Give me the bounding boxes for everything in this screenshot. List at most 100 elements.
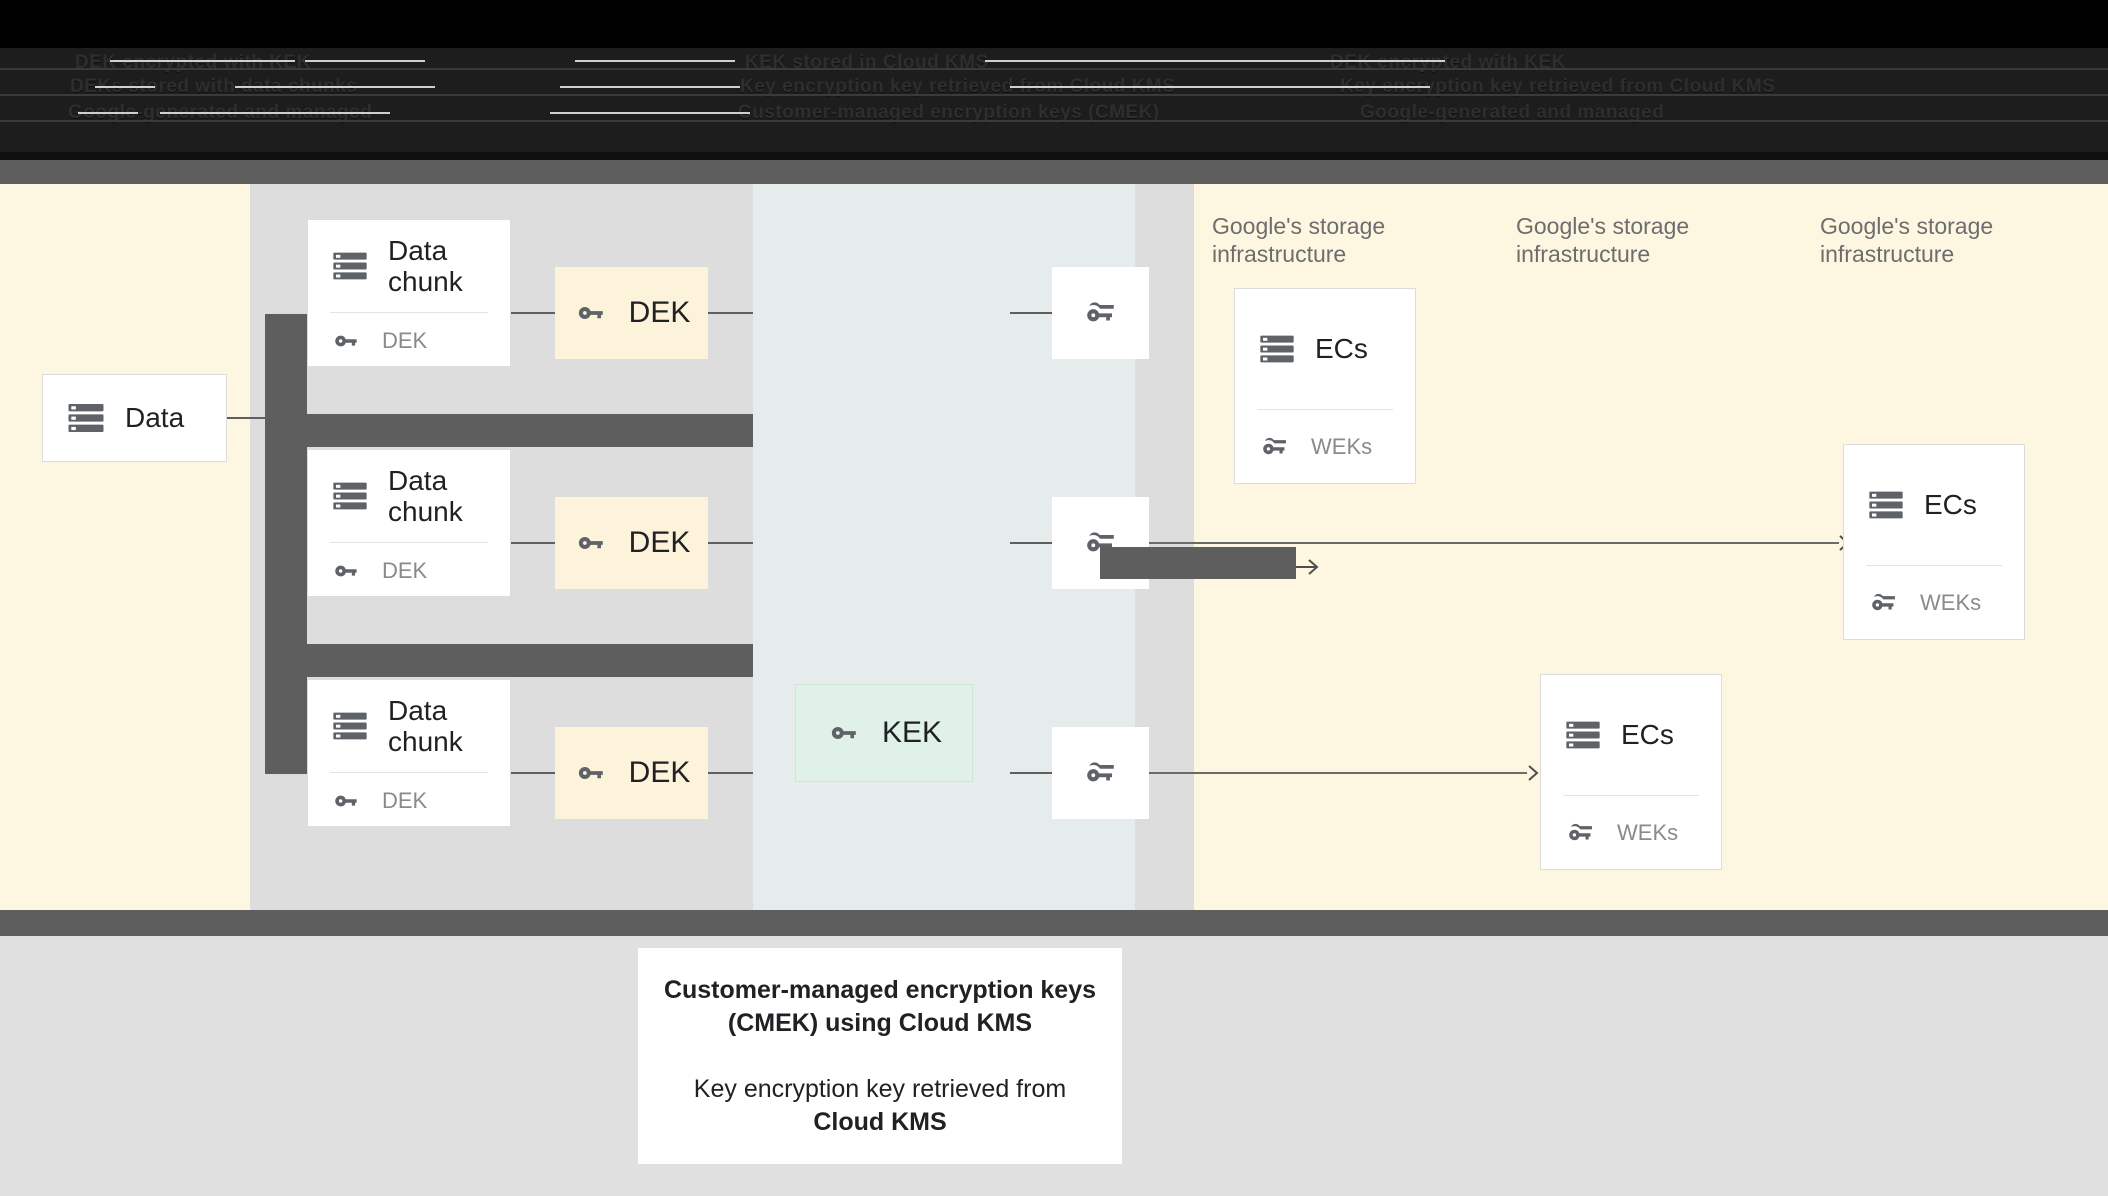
key-icon [330,554,364,588]
top-banner-footer-strip [0,152,2108,160]
server-stack-icon [330,476,370,516]
caption-card: Customer-managed encryption keys (CMEK) … [638,948,1122,1164]
data-split-bracket-arm [265,644,753,677]
data-chunk-card: Data chunk DEK [307,219,511,367]
dek-box: DEK [555,267,708,359]
storage-infra-label-line2: infrastructure [1212,241,1347,268]
server-stack-icon [1866,485,1906,525]
dek-label: DEK [628,526,691,559]
arrow-to-ecs-1 [1296,556,1322,578]
storage-infra-label-line1: Google's storage [1820,213,1994,239]
top-banner-solid-strip [0,0,2108,48]
key-icon [573,754,611,792]
server-stack-icon [1257,329,1297,369]
key-icon [330,784,364,818]
double-key-icon [1563,815,1599,851]
storage-infra-label: Google's storage infrastructure [1516,212,1689,268]
data-chunk-label: Data chunk [388,234,463,297]
banner-text-fragment: DEK encrypted with KEK [1330,52,1566,73]
server-stack-icon [65,397,107,439]
ecs-key-label: WEKs [1311,434,1373,459]
arrow-to-ecs-3 [1516,762,1542,784]
storage-infra-label: Google's storage infrastructure [1820,212,1993,268]
card-divider [330,542,488,543]
connector-to-wek [1010,542,1052,544]
connector-to-wek [1010,772,1052,774]
double-key-icon [1080,522,1122,564]
card-divider [330,312,488,313]
kek-box: KEK [795,684,973,782]
ecs-card: ECs WEKs [1540,674,1722,870]
ecs-key-label: WEKs [1920,590,1982,615]
caption-title-line2: (CMEK) using Cloud KMS [727,1008,1033,1037]
connector-chunk-to-dek [511,772,555,774]
banner-text-fragment: Key encryption key retrieved from Cloud … [1340,76,1776,97]
card-divider [1866,565,2002,566]
connector-chunk-to-dek [511,542,555,544]
ecs-label: ECs [1924,489,1977,521]
banner-text-fragment: Customer-managed encryption keys (CMEK) [738,102,1160,123]
storage-infra-label-line1: Google's storage [1516,213,1690,239]
connector-dek-out [708,312,753,314]
key-icon [573,294,611,332]
banner-text-fragment: KEK stored in Cloud KMS [745,52,989,73]
server-stack-icon [330,706,370,746]
ecs-key-label: WEKs [1617,820,1679,845]
connector-chunk-to-dek [511,312,555,314]
data-chunk-card: Data chunk DEK [307,449,511,597]
caption-title: Customer-managed encryption keys (CMEK) … [664,974,1096,1039]
storage-infra-label-line2: infrastructure [1516,241,1651,268]
card-divider [330,772,488,773]
key-icon [826,714,864,752]
data-chunk-key-label: DEK [382,557,428,583]
banner-text-fragment: DEKs stored with data chunks [70,76,358,97]
banner-text-fragment: Key encryption key retrieved from Cloud … [740,76,1176,97]
connector-dek-out [708,772,753,774]
caption-body: Key encryption key retrieved from Cloud … [694,1073,1066,1138]
data-chunk-key-label: DEK [382,327,428,353]
data-chunk-label: Data chunk [388,694,463,757]
lower-divider-band [0,910,2108,936]
storage-infra-label-line2: infrastructure [1820,241,1955,268]
caption-body-line1: Key encryption key retrieved from [693,1075,1067,1103]
double-key-icon [1257,429,1293,465]
double-key-icon [1080,292,1122,334]
upper-divider-band [0,160,2108,184]
connector-dek-out [708,542,753,544]
data-split-bracket-arm [265,414,753,447]
dek-box: DEK [555,727,708,819]
ecs-card: ECs WEKs [1843,444,2025,640]
encryption-flow-diagram: Data Data chunk [0,184,2108,910]
wek-box [1052,727,1149,819]
data-source-label: Data [125,402,185,434]
storage-infra-label: Google's storage infrastructure [1212,212,1385,268]
connector-row3 [1149,772,1527,774]
banner-text-fragment: DEK encrypted with KEK [75,52,311,73]
key-icon [573,524,611,562]
key-icon [330,324,364,358]
banner-text-fragment: Google-generated and managed [1360,102,1665,123]
top-banner-obscured-text-zone: DEK encrypted with KEK DEKs stored with … [0,48,2108,160]
ecs-label: ECs [1621,719,1674,751]
connector-data-to-bracket [227,417,269,419]
caption-title-line1: Customer-managed encryption keys [663,976,1097,1004]
storage-infra-label-line1: Google's storage [1212,213,1386,239]
connector-to-wek [1010,312,1052,314]
ecs-label: ECs [1315,333,1368,365]
data-chunk-card: Data chunk DEK [307,679,511,827]
server-stack-icon [1563,715,1603,755]
double-key-icon [1866,585,1902,621]
card-divider [1257,409,1393,410]
card-divider [1563,795,1699,796]
top-banner: DEK encrypted with KEK DEKs stored with … [0,0,2108,160]
data-chunk-key-label: DEK [382,787,428,813]
dek-label: DEK [628,296,691,329]
double-key-icon [1080,752,1122,794]
server-stack-icon [330,246,370,286]
ecs-card: ECs WEKs [1234,288,1416,484]
data-chunk-label: Data chunk [388,464,463,527]
kek-label: KEK [881,716,943,749]
data-split-bracket [265,314,307,774]
dek-box: DEK [555,497,708,589]
